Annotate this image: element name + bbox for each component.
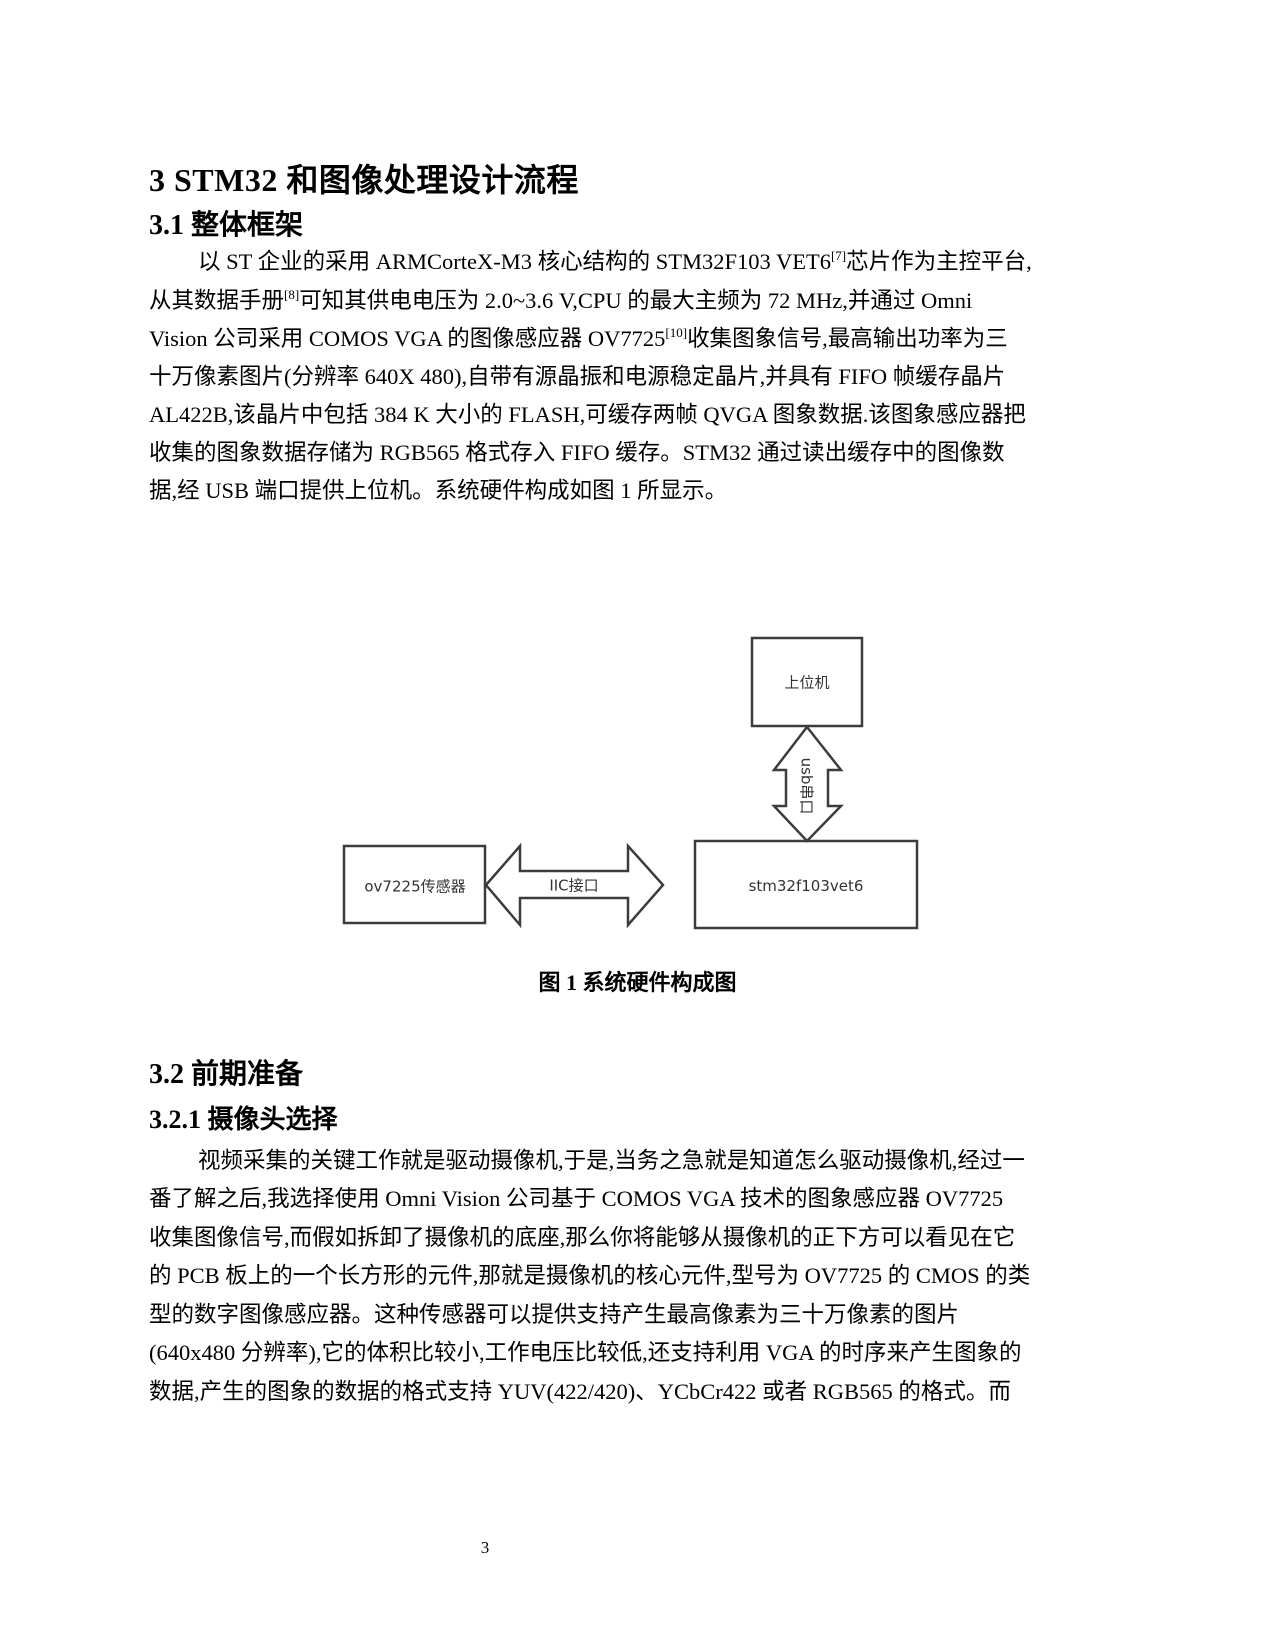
section-heading-3-2: 3.2 前期准备 [149, 1059, 304, 1090]
text-line: 数据,产生的图象的数据的格式支持 YUV(422/420)、YCbCr422 或… [149, 1379, 1011, 1404]
section-heading-3-2-1: 3.2.1 摄像头选择 [149, 1105, 338, 1134]
node-host-label: 上位机 [784, 673, 830, 692]
link-iic-label: IIC接口 [549, 876, 599, 895]
citation: [10] [665, 325, 688, 340]
node-sensor-label: ov7225传感器 [364, 877, 466, 896]
text-line: 收集的图象数据存储为 RGB565 格式存入 FIFO 缓存。STM32 通过读… [149, 440, 1005, 465]
text-line: 以 ST 企业的采用 ARMCorteX-M3 核心结构的 STM32F103 … [198, 248, 1032, 274]
text-line: 视频采集的关键工作就是驱动摄像机,于是,当务之急就是知道怎么驱动摄像机,经过一 [198, 1148, 1025, 1173]
text-line: 番了解之后,我选择使用 Omni Vision 公司基于 COMOS VGA 技… [149, 1186, 1004, 1211]
text-line: 的 PCB 板上的一个长方形的元件,那就是摄像机的核心元件,型号为 OV7725… [149, 1263, 1031, 1288]
citation: [8] [284, 287, 300, 302]
section-heading-3-1: 3.1 整体框架 [149, 210, 304, 241]
citation: [7] [830, 248, 847, 263]
text-line: 据,经 USB 端口提供上位机。系统硬件构成如图 1 所显示。 [149, 478, 728, 503]
figure-caption: 图 1 系统硬件构成图 [538, 970, 737, 995]
text-line: (640x480 分辨率),它的体积比较小,工作电压比较低,还支持利用 VGA … [149, 1340, 1022, 1365]
text-line: 十万像素图片(分辨率 640X 480),自带有源晶振和电源稳定晶片,并具有 F… [149, 364, 1006, 389]
text-line: 收集图像信号,而假如拆卸了摄像机的底座,那么你将能够从摄像机的正下方可以看见在它 [149, 1225, 1016, 1250]
link-usb-label: usb串口 [797, 757, 816, 815]
page-number: 3 [480, 1538, 490, 1557]
text-line: AL422B,该晶片中包括 384 K 大小的 FLASH,可缓存两帧 QVGA… [149, 402, 1026, 427]
text-line: 从其数据手册[8]可知其供电电压为 2.0~3.6 V,CPU 的最大主频为 7… [149, 287, 973, 313]
text-line: 型的数字图像感应器。这种传感器可以提供支持产生最高像素为三十万像素的图片 [149, 1302, 960, 1327]
chapter-heading: 3 STM32 和图像处理设计流程 [149, 162, 579, 198]
node-mcu-label: stm32f103vet6 [748, 877, 864, 895]
text-line: Vision 公司采用 COMOS VGA 的图像感应器 OV7725[10]收… [149, 325, 1008, 351]
